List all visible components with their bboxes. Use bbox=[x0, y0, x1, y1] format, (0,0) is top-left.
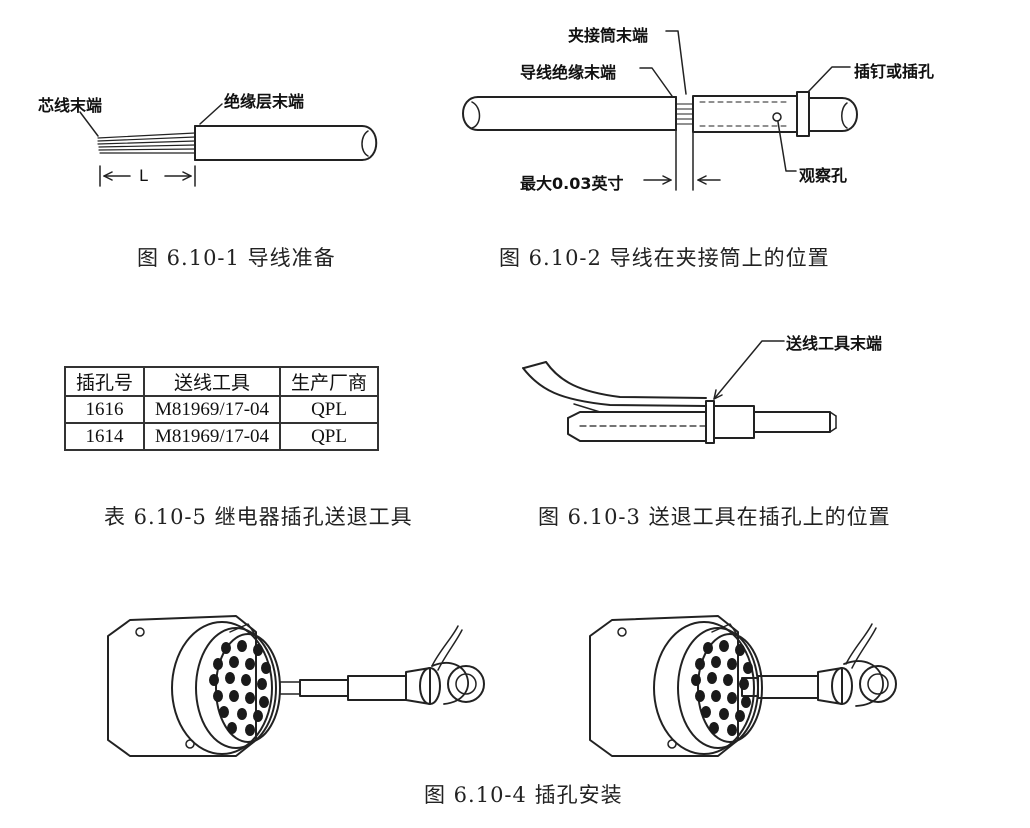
contact-hole bbox=[691, 674, 701, 686]
contact-hole bbox=[727, 692, 737, 704]
contact-hole bbox=[701, 706, 711, 718]
fig4-right-contact-holes bbox=[691, 640, 753, 736]
contact-hole bbox=[253, 644, 263, 656]
fig2-strands bbox=[675, 103, 694, 125]
contact-hole bbox=[225, 672, 235, 684]
table-cell: M81969/17-04 bbox=[143, 422, 282, 451]
fig2-max-gap-label: 最大0.03英寸 bbox=[520, 174, 624, 193]
fig1-caption: 图 6.10-1 导线准备 bbox=[137, 246, 336, 270]
table-header-cell: 生产厂商 bbox=[279, 366, 380, 397]
fig3-caption: 图 6.10-3 送退工具在插孔上的位置 bbox=[538, 505, 891, 529]
fig2-caption: 图 6.10-2 导线在夹接筒上的位置 bbox=[499, 246, 830, 270]
contact-hole bbox=[241, 674, 251, 686]
table-cell: 1614 bbox=[63, 422, 146, 451]
contact-hole bbox=[227, 722, 237, 734]
contact-hole bbox=[695, 690, 705, 702]
contact-hole bbox=[213, 658, 223, 670]
contact-hole bbox=[719, 708, 729, 720]
contact-hole bbox=[711, 690, 721, 702]
contact-hole bbox=[253, 710, 263, 722]
contact-hole bbox=[707, 672, 717, 684]
contact-hole bbox=[727, 724, 737, 736]
fig4-caption: 图 6.10-4 插孔安装 bbox=[424, 783, 623, 807]
table-header-row: 插孔号 送线工具 生产厂商 bbox=[63, 366, 380, 397]
contact-hole bbox=[261, 662, 271, 674]
fig2-insulation-end-label: 导线绝缘末端 bbox=[520, 63, 617, 82]
contact-hole bbox=[209, 674, 219, 686]
contact-hole bbox=[245, 692, 255, 704]
table-row: 1614 M81969/17-04 QPL bbox=[63, 422, 380, 451]
table-header-cell: 插孔号 bbox=[63, 366, 146, 397]
contact-hole bbox=[719, 640, 729, 652]
contact-hole bbox=[229, 656, 239, 668]
relay-socket-tool-table: 插孔号 送线工具 生产厂商 1616 M81969/17-04 QPL 1614… bbox=[63, 366, 380, 451]
fig2-inspection-hole-label: 观察孔 bbox=[799, 166, 848, 185]
table-row: 1616 M81969/17-04 QPL bbox=[63, 395, 380, 424]
table-header-cell: 送线工具 bbox=[143, 366, 282, 397]
table-cell: QPL bbox=[279, 422, 380, 451]
fig3-tool-end-label: 送线工具末端 bbox=[786, 334, 883, 353]
contact-hole bbox=[213, 690, 223, 702]
contact-hole bbox=[221, 642, 231, 654]
contact-hole bbox=[735, 710, 745, 722]
contact-hole bbox=[709, 722, 719, 734]
table-cell: M81969/17-04 bbox=[143, 395, 282, 424]
fig1-wire bbox=[79, 103, 378, 187]
table-cell: QPL bbox=[279, 395, 380, 424]
contact-hole bbox=[703, 642, 713, 654]
contact-hole bbox=[741, 696, 751, 708]
contact-hole bbox=[237, 708, 247, 720]
contact-hole bbox=[735, 644, 745, 656]
contact-hole bbox=[219, 706, 229, 718]
fig2-pin-socket-label: 插钉或插孔 bbox=[854, 62, 935, 81]
contact-hole bbox=[237, 640, 247, 652]
fig3-tool bbox=[522, 340, 837, 444]
contact-hole bbox=[723, 674, 733, 686]
fig2-barrel-end-label: 夹接筒末端 bbox=[568, 26, 649, 45]
contact-hole bbox=[245, 658, 255, 670]
fig1-strands bbox=[97, 132, 196, 154]
fig1-core-end-label: 芯线末端 bbox=[38, 96, 103, 115]
contact-hole bbox=[743, 662, 753, 674]
fig2-assembly bbox=[462, 30, 858, 191]
fig4-left-connector bbox=[107, 615, 485, 757]
contact-hole bbox=[259, 696, 269, 708]
fig1-length-label: L bbox=[139, 166, 148, 185]
contact-hole bbox=[727, 658, 737, 670]
fig1-insulation-end-label: 绝缘层末端 bbox=[224, 92, 305, 111]
contact-hole bbox=[229, 690, 239, 702]
contact-hole bbox=[739, 678, 749, 690]
table-caption: 表 6.10-5 继电器插孔送退工具 bbox=[104, 505, 413, 529]
contact-hole bbox=[257, 678, 267, 690]
fig4-left-contact-holes bbox=[209, 640, 271, 736]
contact-hole bbox=[711, 656, 721, 668]
contact-hole bbox=[695, 658, 705, 670]
table-cell: 1616 bbox=[63, 395, 146, 424]
contact-hole bbox=[245, 724, 255, 736]
fig4-right-connector bbox=[589, 615, 897, 757]
